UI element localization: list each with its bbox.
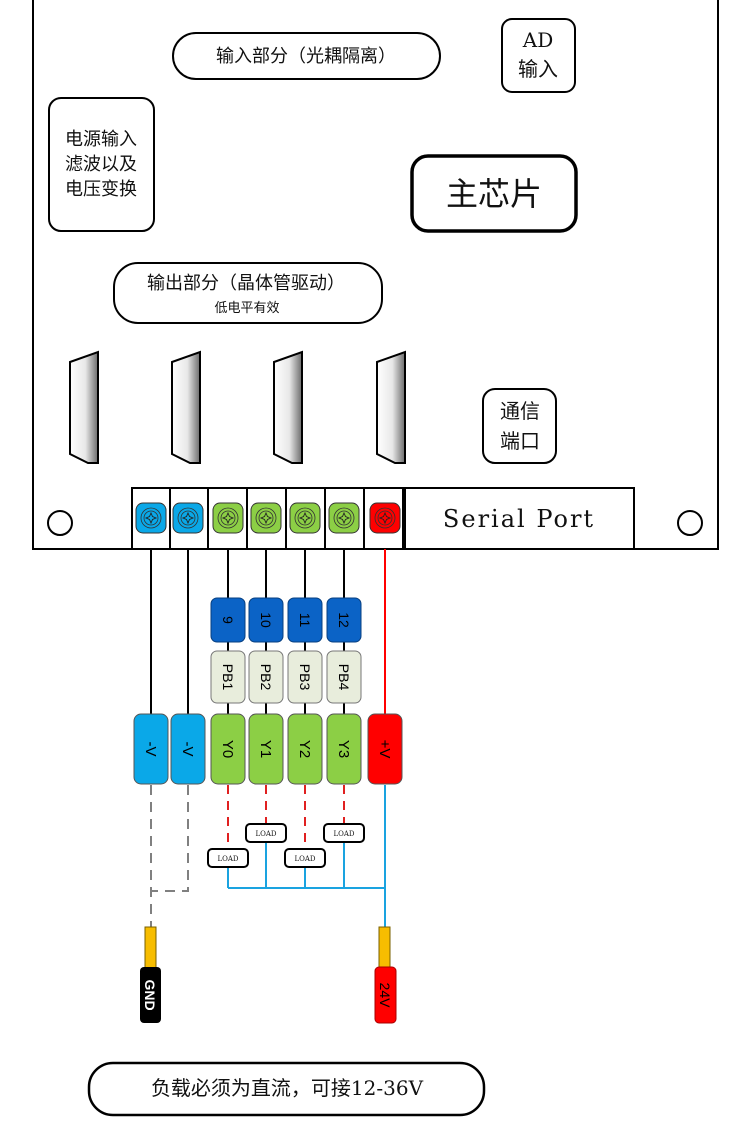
load-box: LOAD — [245, 823, 287, 843]
load-box: LOAD — [207, 848, 249, 868]
screw-cross-icon — [298, 511, 312, 525]
terminal-label-minusV: -V — [133, 713, 169, 785]
connector-1 — [69, 350, 99, 464]
terminal-screw-5[interactable] — [289, 502, 321, 534]
port-name: PB4 — [336, 664, 352, 691]
ad-input-box — [501, 18, 576, 93]
load-box: LOAD — [323, 823, 365, 843]
svg-text:+V: +V — [376, 740, 393, 759]
v24-plug: 24V — [374, 926, 397, 1024]
svg-text:-V: -V — [142, 742, 159, 757]
svg-text:Y2: Y2 — [296, 740, 313, 758]
terminal-screw-6[interactable] — [328, 502, 360, 534]
terminal-label-Y2: Y2 — [287, 713, 323, 785]
power-block-line3: 电压变换 — [65, 179, 137, 200]
gnd-plug-sleeve — [144, 926, 157, 969]
load-box: LOAD — [284, 848, 326, 868]
mounting-hole-left — [47, 510, 73, 536]
input-section-box — [172, 32, 441, 80]
port-name: PB1 — [220, 664, 236, 691]
terminal-label-minusV: -V — [170, 713, 206, 785]
power-block-box — [48, 97, 155, 232]
svg-text:LOAD: LOAD — [333, 830, 354, 838]
port-badge: PB3 — [287, 650, 323, 704]
connector-3 — [273, 350, 303, 464]
output-section-box — [113, 262, 383, 324]
port-name: PB3 — [297, 664, 313, 691]
main-chip-box — [410, 154, 578, 233]
power-block-line2: 滤波以及 — [65, 154, 137, 175]
svg-text:LOAD: LOAD — [217, 855, 238, 863]
gnd-label: GND — [142, 979, 158, 1010]
ground-dashed-wire — [151, 785, 189, 892]
svg-text:LOAD: LOAD — [255, 830, 276, 838]
input-section-label: 输入部分（光耦隔离） — [216, 46, 396, 67]
footer-note: 负载必须为直流，可接12-36V — [151, 1076, 424, 1100]
terminal-label-Y0: Y0 — [210, 713, 246, 785]
comm-port-line2: 端口 — [500, 429, 540, 453]
pin-badge: 9 — [210, 597, 246, 643]
svg-text:Y3: Y3 — [335, 740, 352, 758]
gnd-plug: GND — [140, 926, 161, 1023]
ad-input-label-line1: AD — [522, 28, 553, 52]
screw-cross-icon — [378, 511, 392, 525]
mounting-hole-right — [677, 510, 703, 536]
power-block-line1: 电源输入 — [65, 129, 137, 150]
pin-number: 11 — [297, 613, 313, 628]
screw-cross-icon — [337, 511, 351, 525]
terminal-screw-1[interactable] — [135, 502, 167, 534]
terminal-label-Y1: Y1 — [248, 713, 284, 785]
port-badge: PB4 — [326, 650, 362, 704]
svg-text:Y0: Y0 — [219, 740, 236, 758]
terminal-block — [131, 487, 404, 550]
svg-text:Y1: Y1 — [257, 740, 274, 758]
connector-4 — [376, 350, 406, 464]
comm-port-box — [482, 388, 557, 464]
serial-port-box[interactable] — [404, 487, 635, 550]
pin-number: 9 — [220, 616, 236, 624]
port-badge: PB1 — [210, 650, 246, 704]
terminal-screw-4[interactable] — [250, 502, 282, 534]
serial-port-label: Serial Port — [443, 505, 595, 533]
v24-label: 24V — [377, 983, 393, 1009]
main-chip-label: 主芯片 — [446, 175, 542, 213]
terminal-screw-7[interactable] — [369, 502, 401, 534]
connector-2 — [171, 350, 201, 464]
pin-number: 12 — [336, 612, 352, 628]
output-section-sublabel: 低电平有效 — [214, 301, 279, 316]
footer-note-box — [87, 1061, 486, 1117]
comm-port-line1: 通信 — [500, 399, 540, 423]
terminal-label-plusV: +V — [367, 713, 403, 785]
terminal-label-Y3: Y3 — [326, 713, 362, 785]
port-badge: PB2 — [248, 650, 284, 704]
terminal-screw-3[interactable] — [212, 502, 244, 534]
output-section-label: 输出部分（晶体管驱动） — [147, 273, 345, 294]
port-name: PB2 — [258, 664, 274, 691]
svg-text:LOAD: LOAD — [294, 855, 315, 863]
screw-cross-icon — [259, 511, 273, 525]
screw-cross-icon — [221, 511, 235, 525]
pin-badge: 11 — [287, 597, 323, 643]
gnd-plug-body — [140, 967, 161, 1023]
svg-text:-V: -V — [179, 742, 196, 757]
pin-badge: 12 — [326, 597, 362, 643]
ad-input-label-line2: 输入 — [518, 57, 558, 81]
pin-badge: 10 — [248, 597, 284, 643]
v24-plug-sleeve — [378, 926, 391, 969]
screw-cross-icon — [144, 511, 158, 525]
pin-number: 10 — [258, 612, 274, 628]
terminal-screw-2[interactable] — [172, 502, 204, 534]
screw-cross-icon — [181, 511, 195, 525]
v24-plug-body — [374, 966, 397, 1024]
